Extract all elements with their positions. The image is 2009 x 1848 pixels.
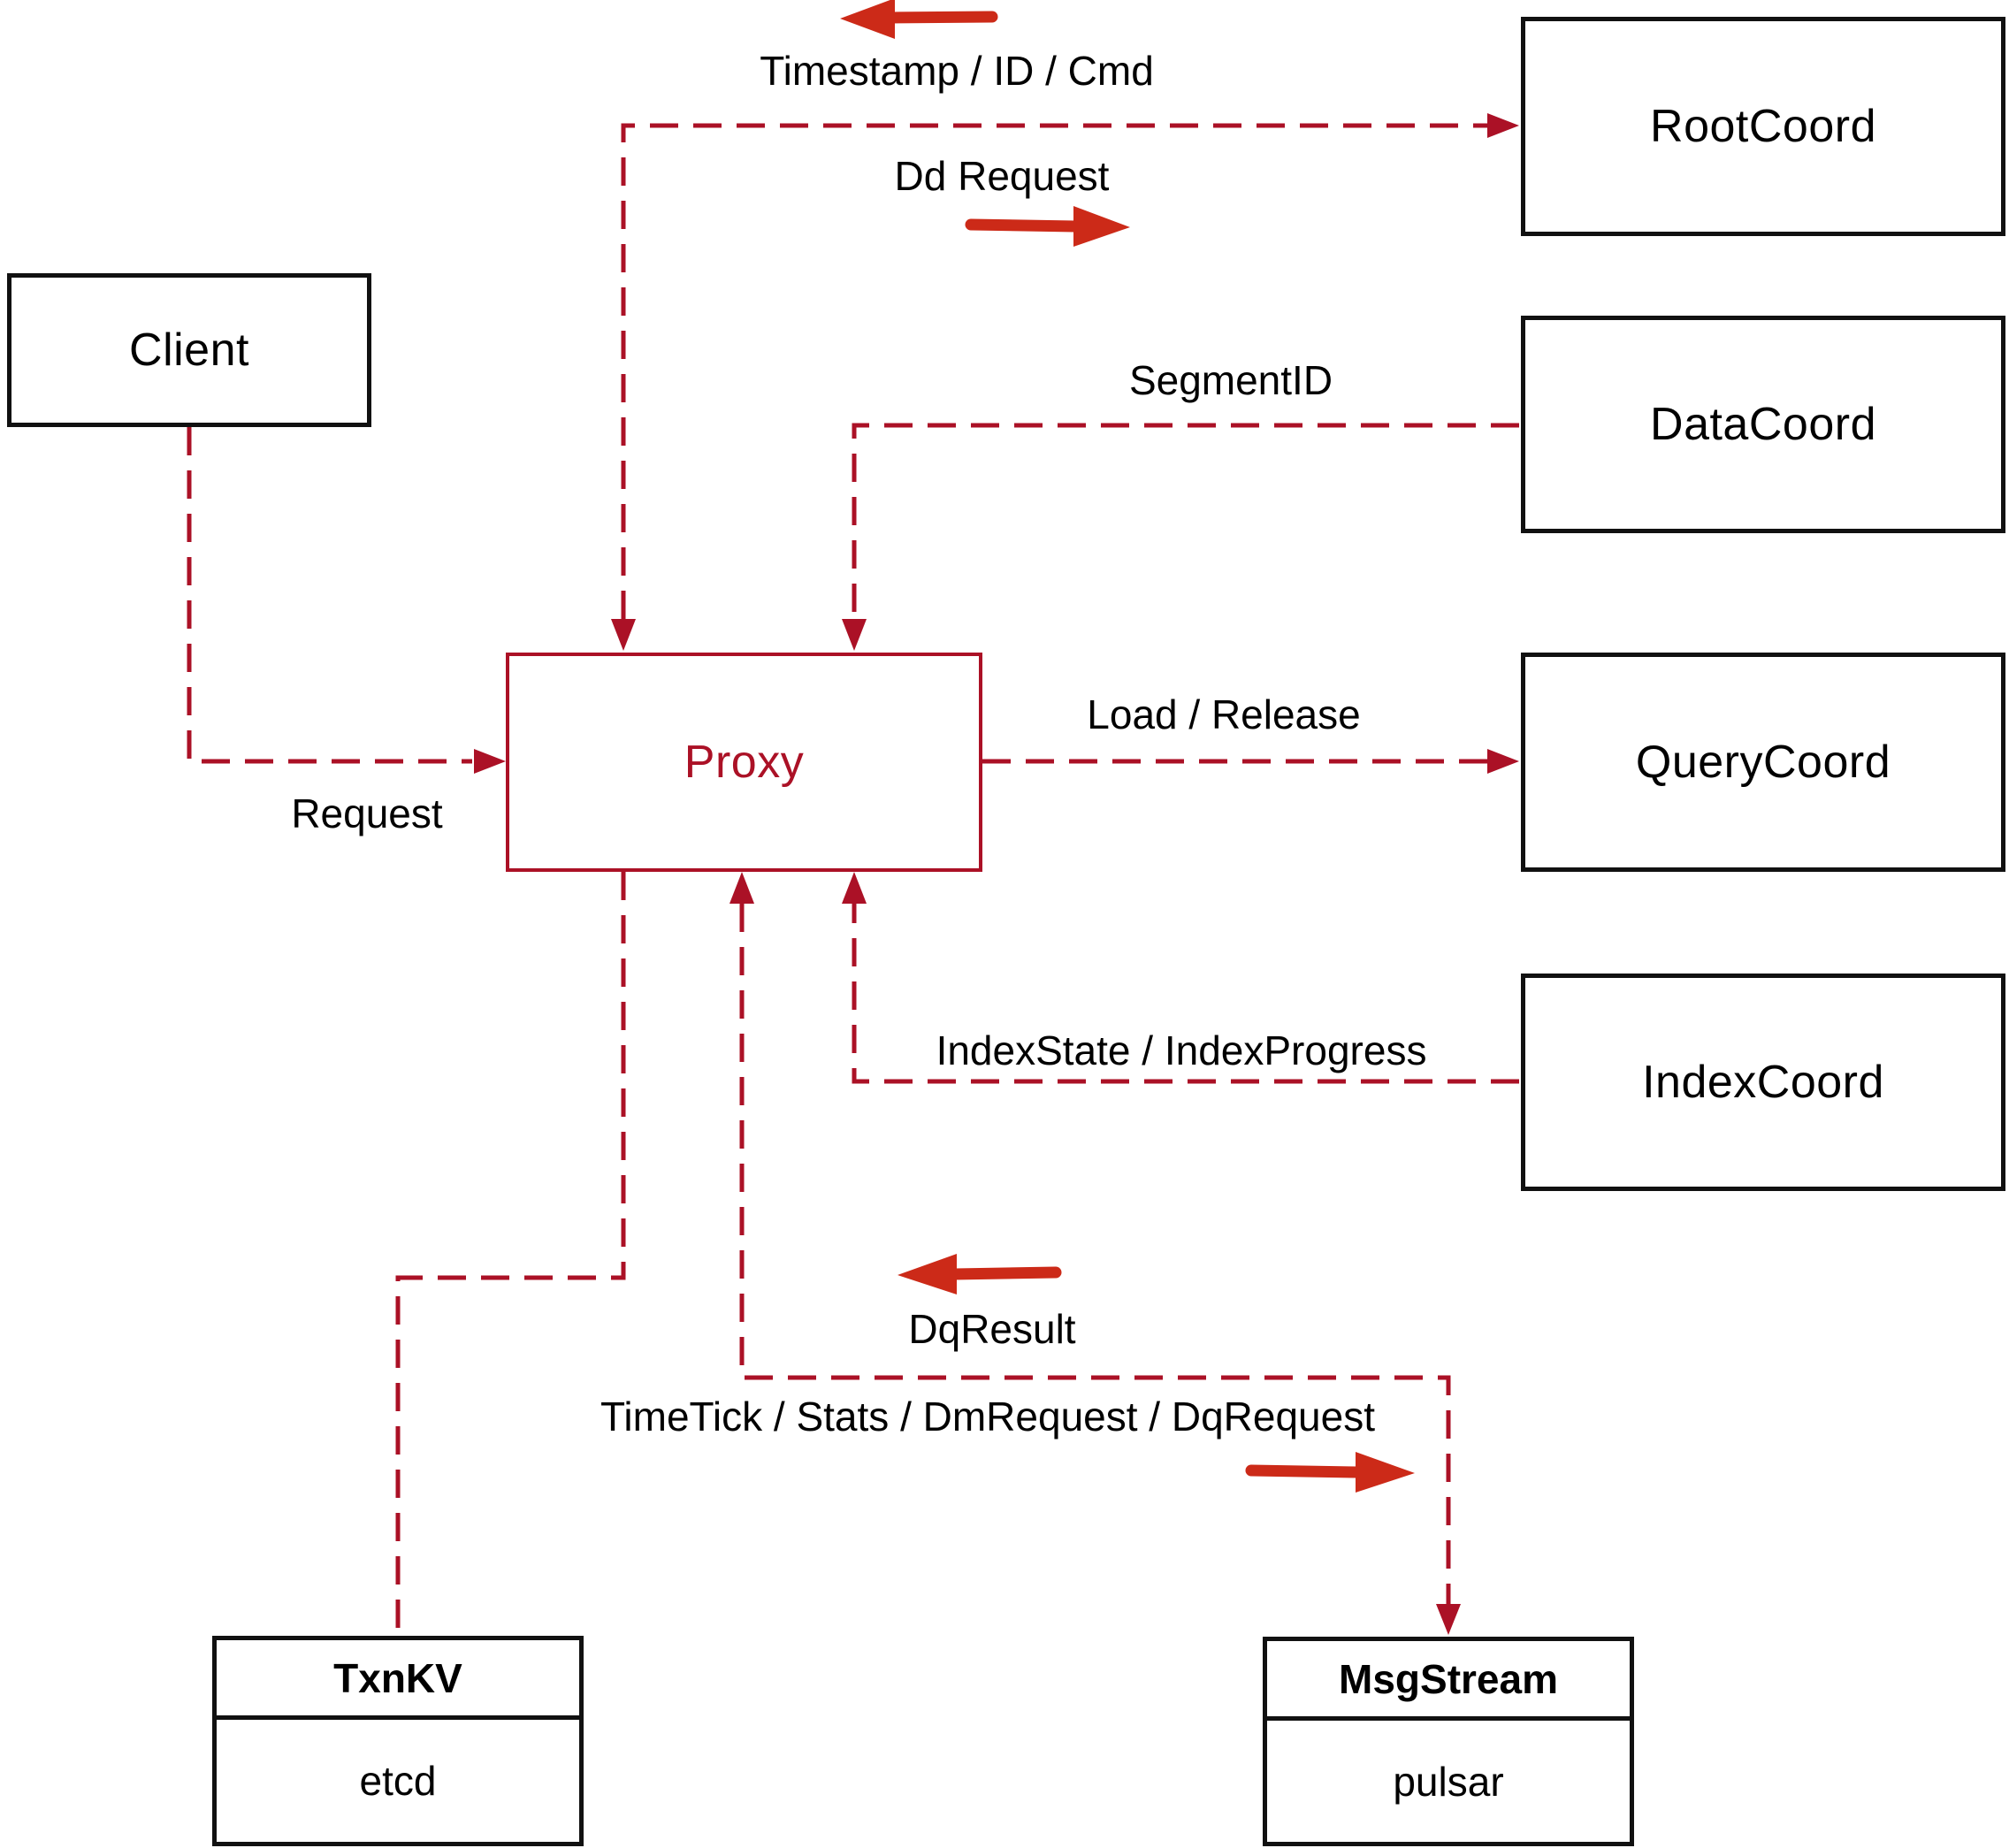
direction-arrow-right-time-tick [1245,1452,1415,1493]
edge-proxy-to-txnkv [395,872,626,1633]
edge-label-dq-result: DqResult [908,1306,1076,1352]
node-proxy: Proxy [506,653,982,872]
edge-label-index-state: IndexState / IndexProgress [936,1027,1427,1073]
node-querycoord: QueryCoord [1521,653,2005,872]
node-datacoord-label: DataCoord [1650,399,1876,450]
direction-arrow-left-dq-result [898,1254,1062,1294]
node-txnkv: TxnKV etcd [212,1636,584,1846]
arrowhead-into-proxy-bottom-right [842,872,867,904]
direction-arrow-left-timestamp [840,0,998,39]
edge-datacoord-to-proxy [852,423,1519,619]
node-proxy-label: Proxy [684,737,805,788]
edge-label-request: Request [291,790,443,836]
edge-proxy-msgstream [739,904,1451,1604]
arrowhead-into-proxy-top-left [611,619,636,651]
node-indexcoord: IndexCoord [1521,974,2005,1191]
node-txnkv-title: TxnKV [217,1640,579,1720]
node-msgstream-value: pulsar [1393,1758,1504,1805]
arrowhead-into-querycoord [1487,749,1519,774]
node-msgstream: MsgStream pulsar [1263,1637,1634,1846]
edge-label-segment-id: SegmentID [1128,357,1333,403]
node-querycoord-label: QueryCoord [1635,737,1891,788]
edge-label-timestamp-id-cmd: Timestamp / ID / Cmd [760,48,1154,94]
edge-proxy-rootcoord [621,123,1487,619]
node-client: Client [7,273,371,427]
arrowhead-into-rootcoord [1487,113,1519,138]
edge-label-time-tick: TimeTick / Stats / DmRequest / DqRequest [600,1394,1375,1439]
arrowhead-into-msgstream [1436,1604,1461,1635]
arrowhead-into-proxy-bottom-mid [730,872,754,904]
edge-label-load-release: Load / Release [1087,691,1361,737]
edge-label-dd-request: Dd Request [894,153,1110,199]
node-indexcoord-label: IndexCoord [1642,1057,1884,1108]
node-client-label: Client [129,325,249,376]
node-rootcoord: RootCoord [1521,17,2005,236]
node-rootcoord-label: RootCoord [1650,101,1876,152]
node-msgstream-title: MsgStream [1267,1641,1630,1721]
edge-indexcoord-to-proxy [852,904,1519,1084]
edge-client-to-proxy [187,427,472,764]
node-txnkv-value: etcd [359,1758,437,1804]
direction-arrow-right-dd-request [965,206,1130,247]
arrowhead-into-proxy-left [474,749,506,774]
node-datacoord: DataCoord [1521,316,2005,533]
arrowhead-into-proxy-top-right [842,619,867,651]
